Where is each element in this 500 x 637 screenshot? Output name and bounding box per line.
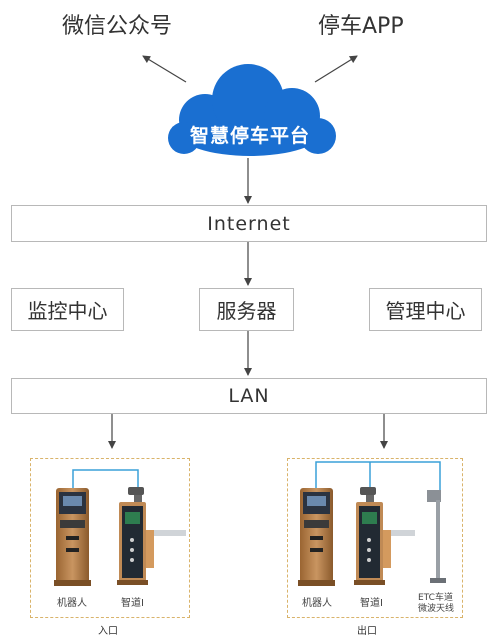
- arrow-to-wechat: [142, 55, 187, 83]
- etc-lane-label: ETC车道: [418, 593, 453, 603]
- entrance-group-label: 入口: [98, 626, 118, 637]
- exit-robot-kiosk: [298, 488, 335, 586]
- lan-box: LAN: [11, 378, 487, 414]
- entrance-barrier-gate: [117, 487, 186, 585]
- exit-group-label: 出口: [357, 626, 377, 637]
- monitoring-center-label: 监控中心: [27, 299, 108, 323]
- monitoring-center-box: 监控中心: [11, 288, 124, 331]
- smart-parking-platform-label: 智慧停车平台: [189, 125, 310, 147]
- management-center-label: 管理中心: [385, 299, 466, 323]
- server-box: 服务器: [199, 288, 294, 331]
- lan-label: LAN: [228, 385, 270, 407]
- entrance-cable: [72, 469, 139, 488]
- internet-box: Internet: [11, 205, 487, 242]
- exit-robot-label: 机器人: [302, 598, 332, 609]
- exit-barrier-gate: [354, 487, 415, 585]
- exit-etc-antenna: [427, 490, 446, 583]
- exit-group: [287, 458, 463, 618]
- exit-cable: [315, 461, 441, 492]
- internet-label: Internet: [207, 212, 291, 235]
- parking-app-label: 停车APP: [318, 14, 404, 39]
- server-label: 服务器: [216, 299, 277, 323]
- arrow-to-app: [314, 55, 358, 83]
- management-center-box: 管理中心: [369, 288, 482, 331]
- entrance-group: [30, 458, 190, 618]
- entrance-lane-label: 智道Ⅰ: [121, 598, 144, 609]
- exit-lane-label: 智道Ⅰ: [360, 598, 383, 609]
- microwave-antenna-label: 微波天线: [418, 604, 455, 614]
- entrance-robot-kiosk: [54, 488, 91, 586]
- cloud-shape: [168, 64, 336, 156]
- wechat-official-account-label: 微信公众号: [62, 14, 173, 39]
- entrance-robot-label: 机器人: [57, 598, 87, 609]
